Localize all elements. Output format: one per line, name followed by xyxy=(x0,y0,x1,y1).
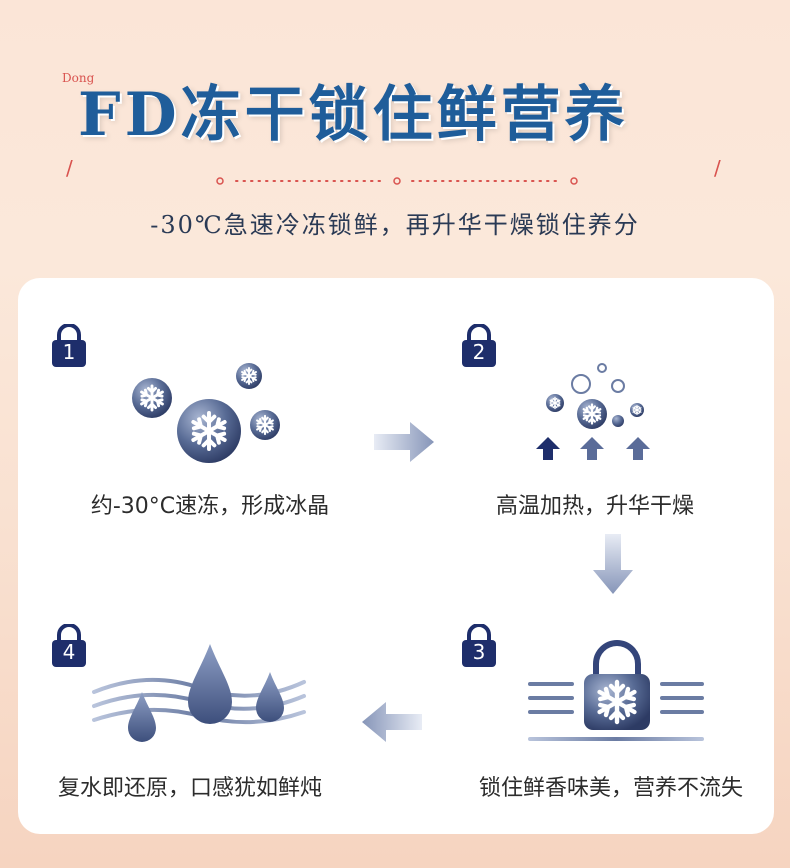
step-3-label: 锁住鲜香味美，营养不流失 xyxy=(478,776,743,801)
step-2-lock-badge: 2 xyxy=(460,323,498,369)
page-title: FD冻干锁住鲜营养 xyxy=(78,80,629,150)
lock-snowflake-icon xyxy=(528,640,704,741)
step-1-label: 约-30°C速冻，形成冰晶 xyxy=(90,494,330,519)
snowflake-cluster-icon xyxy=(132,363,280,463)
step-3-lock-badge: 3 xyxy=(460,623,498,669)
step-4-label: 复水即还原，口感犹如鲜炖 xyxy=(57,776,322,801)
sublimation-icon xyxy=(536,363,650,460)
arrow-right-icon xyxy=(374,422,434,462)
arrow-down-icon xyxy=(593,534,633,594)
step-2-label: 高温加热，升华干燥 xyxy=(495,494,694,519)
step-1-number: 1 xyxy=(62,340,76,364)
step-4-number: 4 xyxy=(62,640,76,664)
arrow-left-icon xyxy=(362,702,422,742)
decorative-slash-left: / xyxy=(66,156,73,180)
step-3-number: 3 xyxy=(472,640,486,664)
brand-small-text: Dong xyxy=(62,71,95,85)
water-drops-icon xyxy=(92,644,306,742)
decorative-slash-right: / xyxy=(714,156,721,180)
dotted-divider xyxy=(216,177,578,185)
step-1-lock-badge: 1 xyxy=(50,323,88,369)
step-4-lock-badge: 4 xyxy=(50,623,88,669)
subtitle: -30℃急速冷冻锁鲜，再升华干燥锁住养分 xyxy=(150,211,640,239)
step-2-number: 2 xyxy=(472,340,486,364)
